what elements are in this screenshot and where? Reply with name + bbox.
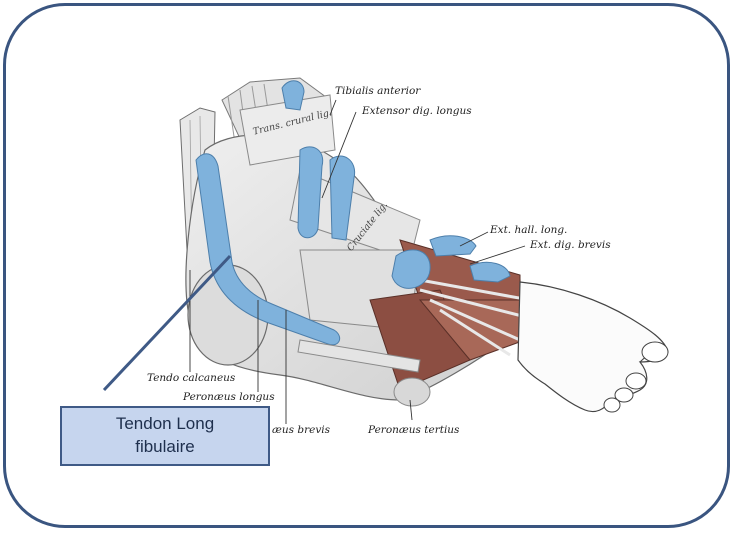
label-extensor-dig-longus: Extensor dig. longus	[362, 105, 472, 117]
label-ext-hall-long: Ext. hall. long.	[490, 224, 568, 236]
label-peronaeus-brevis: æus brevis	[272, 424, 330, 436]
label-tendo-calcaneus: Tendo calcaneus	[147, 372, 236, 384]
callout-text: Tendon Long fibulaire	[115, 414, 215, 456]
tendon-sheaths	[195, 80, 511, 346]
callout-box: Tendon Long fibulaire	[60, 406, 270, 466]
label-ext-dig-brevis: Ext. dig. brevis	[530, 239, 611, 251]
callout-pointer-line	[102, 254, 232, 392]
plantar-tendons	[297, 339, 431, 407]
forefoot	[517, 281, 669, 413]
leader-lines	[189, 99, 526, 424]
label-peronaeus-tertius: Peronæus tertius	[368, 424, 460, 436]
label-tibialis-anterior: Tibialis anterior	[335, 85, 421, 97]
label-peronaeus-longus: Peronæus longus	[183, 391, 275, 403]
